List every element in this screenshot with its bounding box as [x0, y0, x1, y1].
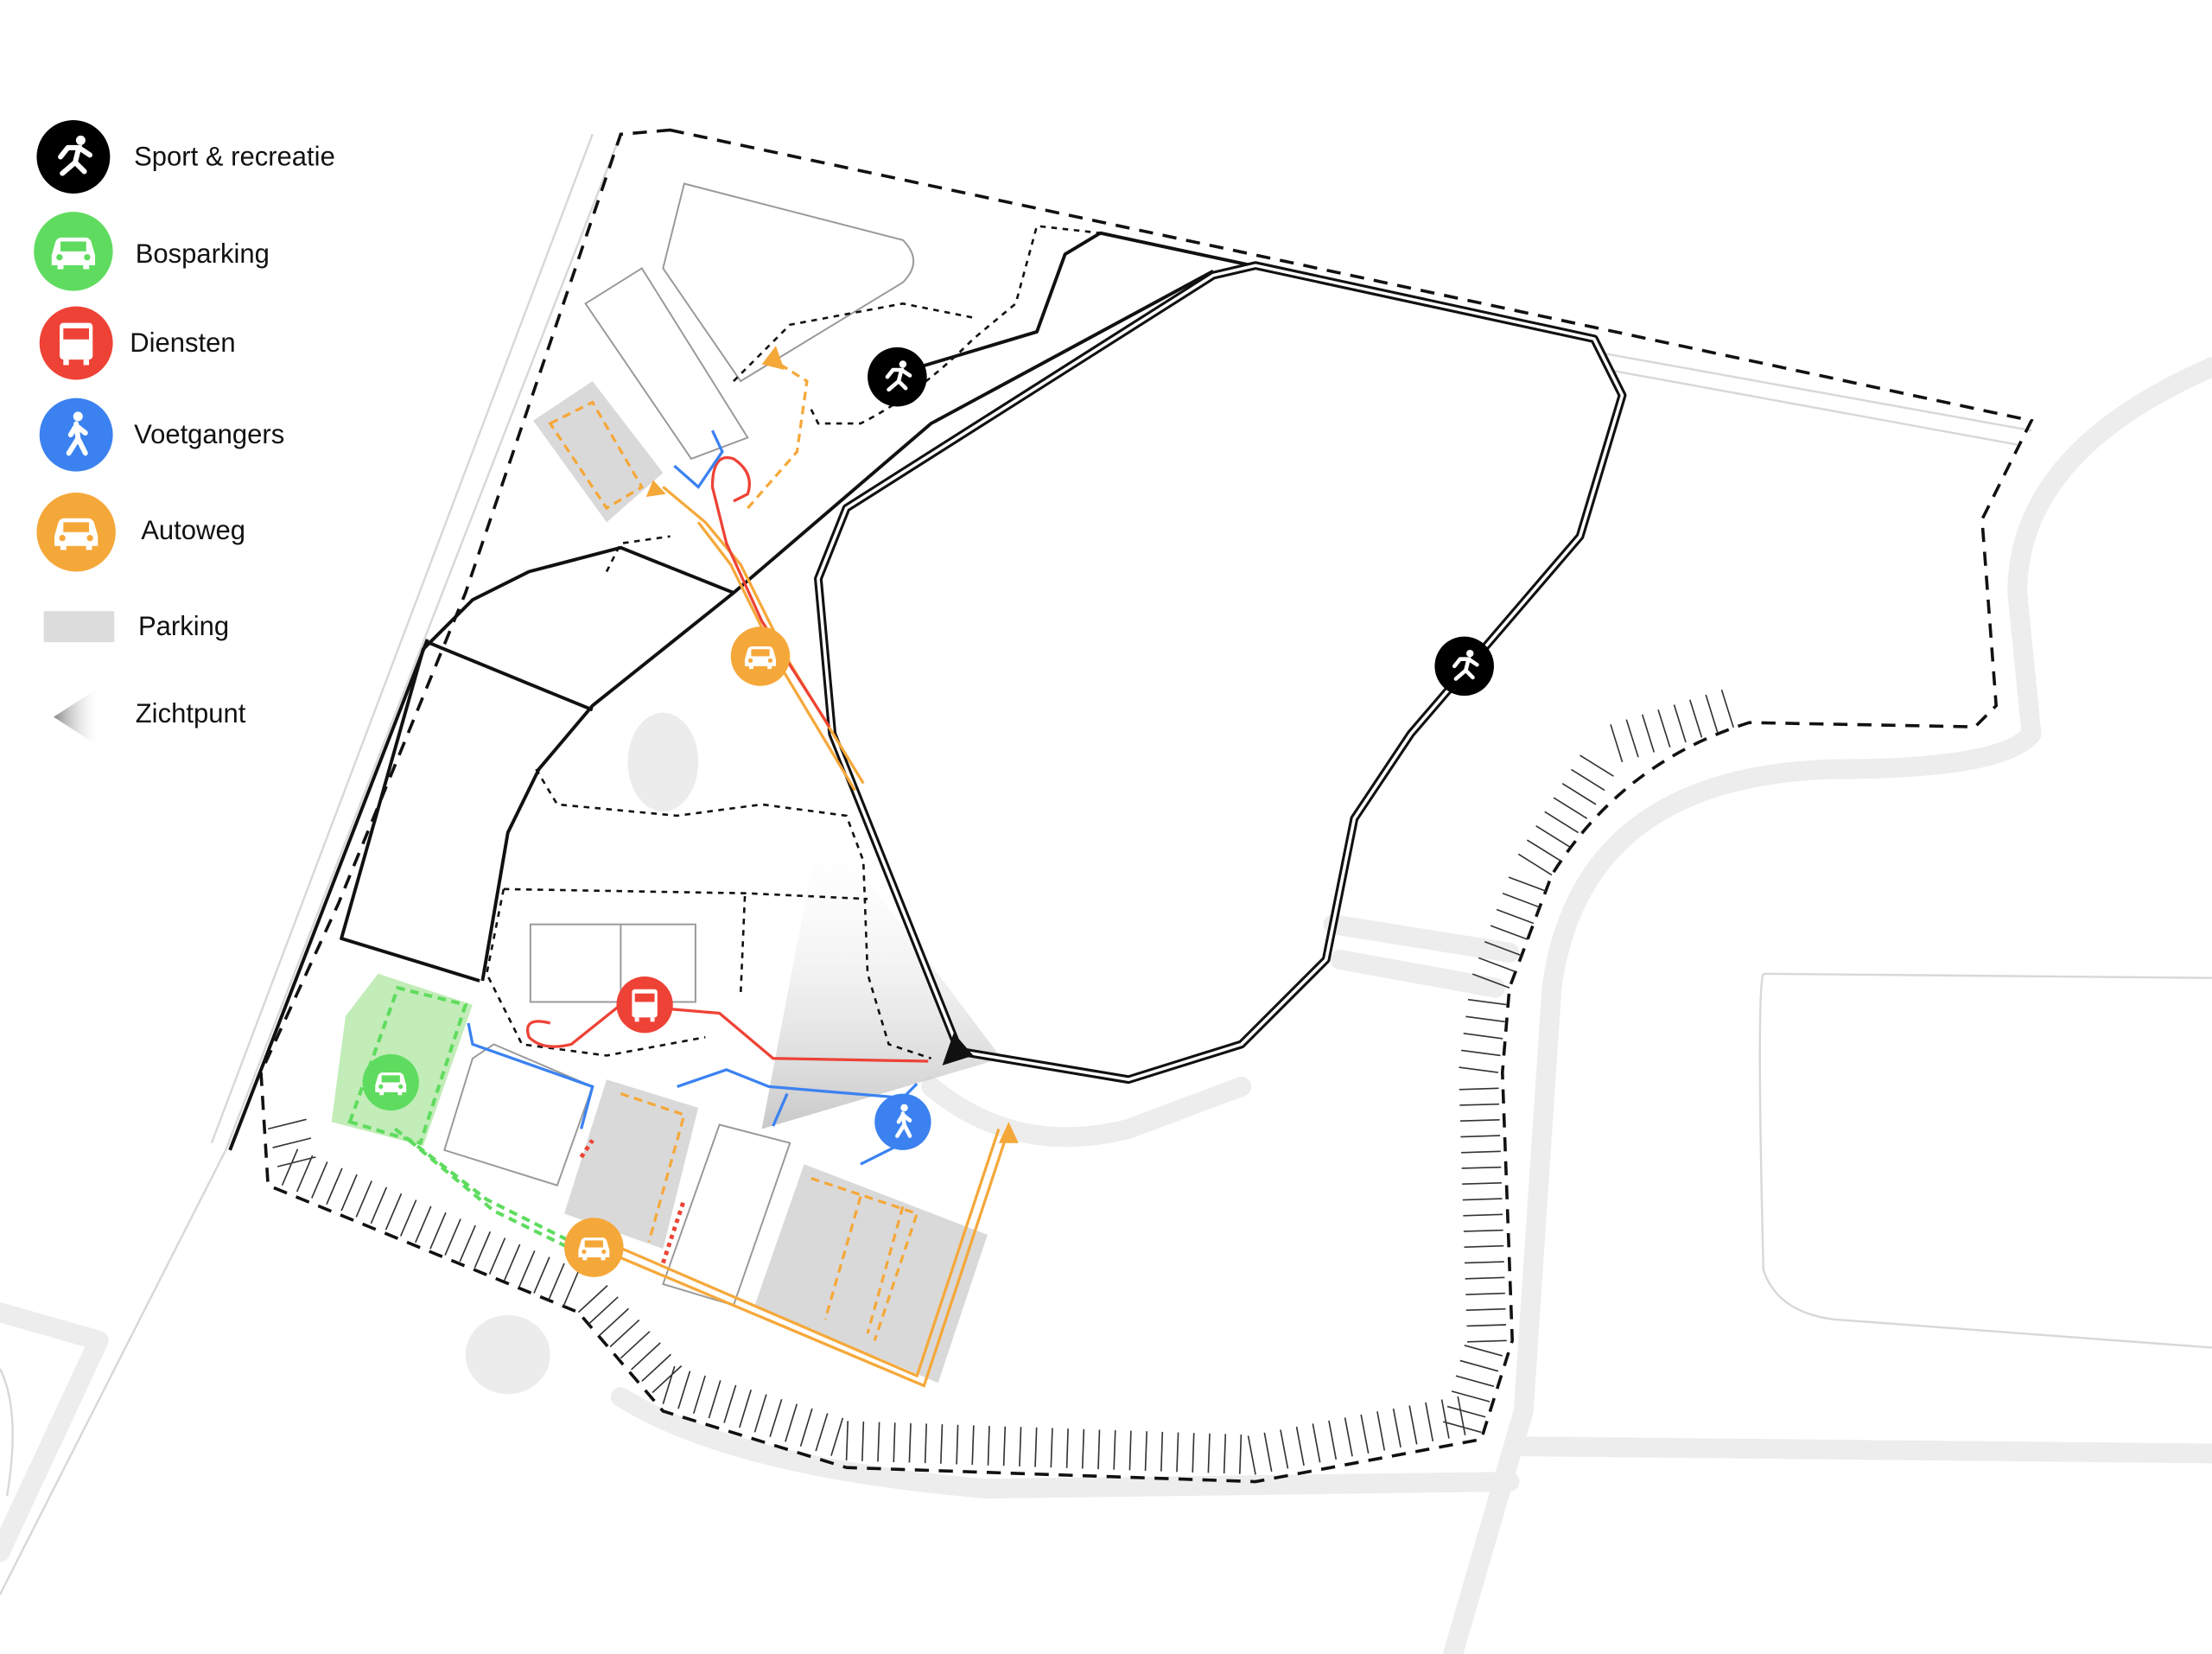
legend-label: Sport & recreatie	[134, 141, 335, 171]
legend-item-voetgangers: Voetgangers	[39, 398, 284, 472]
autoweg-marker[interactable]	[564, 1218, 624, 1277]
map-markers	[362, 347, 1494, 1277]
buildings	[443, 182, 915, 1307]
sport-marker[interactable]	[1434, 636, 1494, 697]
embankment-hatching	[268, 690, 1734, 1475]
legend-label: Zichtpunt	[136, 698, 246, 728]
legend-item-parking: Parking	[43, 611, 229, 643]
car-icon	[36, 493, 116, 572]
legend-label: Parking	[138, 611, 229, 641]
autoweg-arrow	[645, 480, 666, 497]
sport-marker[interactable]	[868, 347, 927, 407]
legend-label: Autoweg	[141, 515, 245, 545]
legend-label: Diensten	[130, 328, 235, 358]
viewpoint-arrow	[942, 1033, 974, 1066]
diensten-routes	[526, 455, 929, 1264]
legend-item-autoweg: Autoweg	[36, 493, 245, 572]
legend-item-sport: Sport & recreatie	[36, 120, 335, 194]
car-icon	[34, 212, 113, 291]
surrounding-roads	[0, 133, 2212, 1654]
autoweg-arrow	[998, 1122, 1019, 1143]
parking-south	[754, 1164, 988, 1384]
autoweg-arrow	[761, 346, 785, 371]
legend-item-zichtpunt: Zichtpunt	[54, 685, 246, 748]
parking-swatch	[43, 611, 115, 643]
diensten-marker[interactable]	[616, 976, 673, 1034]
runner-icon	[36, 120, 111, 194]
van-icon	[39, 306, 113, 380]
legend-item-diensten: Diensten	[39, 306, 236, 380]
legend-label: Voetgangers	[134, 419, 284, 449]
bosparking-routes	[347, 985, 573, 1250]
voetgangers-marker[interactable]	[874, 1093, 931, 1150]
site-boundary	[259, 128, 2034, 1484]
parking-center	[564, 1079, 699, 1250]
legend: Sport & recreatie Bosparking Diensten Vo…	[34, 120, 335, 748]
legend-item-bosparking: Bosparking	[34, 212, 270, 291]
legend-label: Bosparking	[136, 239, 270, 269]
bosparking-marker[interactable]	[362, 1053, 419, 1111]
pedestrian-icon	[39, 398, 113, 472]
hatch-lines	[268, 690, 1734, 1475]
parking-north	[533, 381, 664, 523]
autoweg-marker[interactable]	[730, 627, 791, 686]
viewpoint-icon	[54, 685, 102, 748]
voetgangers-routes	[467, 429, 918, 1166]
sport-paths	[228, 231, 1595, 1151]
dotted-paths	[485, 225, 1101, 1059]
